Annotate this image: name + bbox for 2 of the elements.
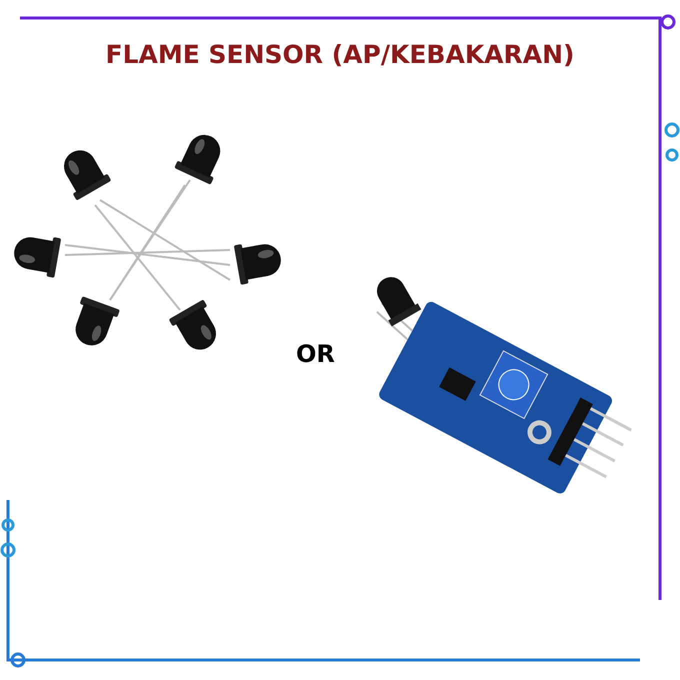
title: FLAME SENSOR (AP/KEBAKARAN)	[104, 40, 576, 69]
separator-text: OR	[296, 340, 335, 368]
